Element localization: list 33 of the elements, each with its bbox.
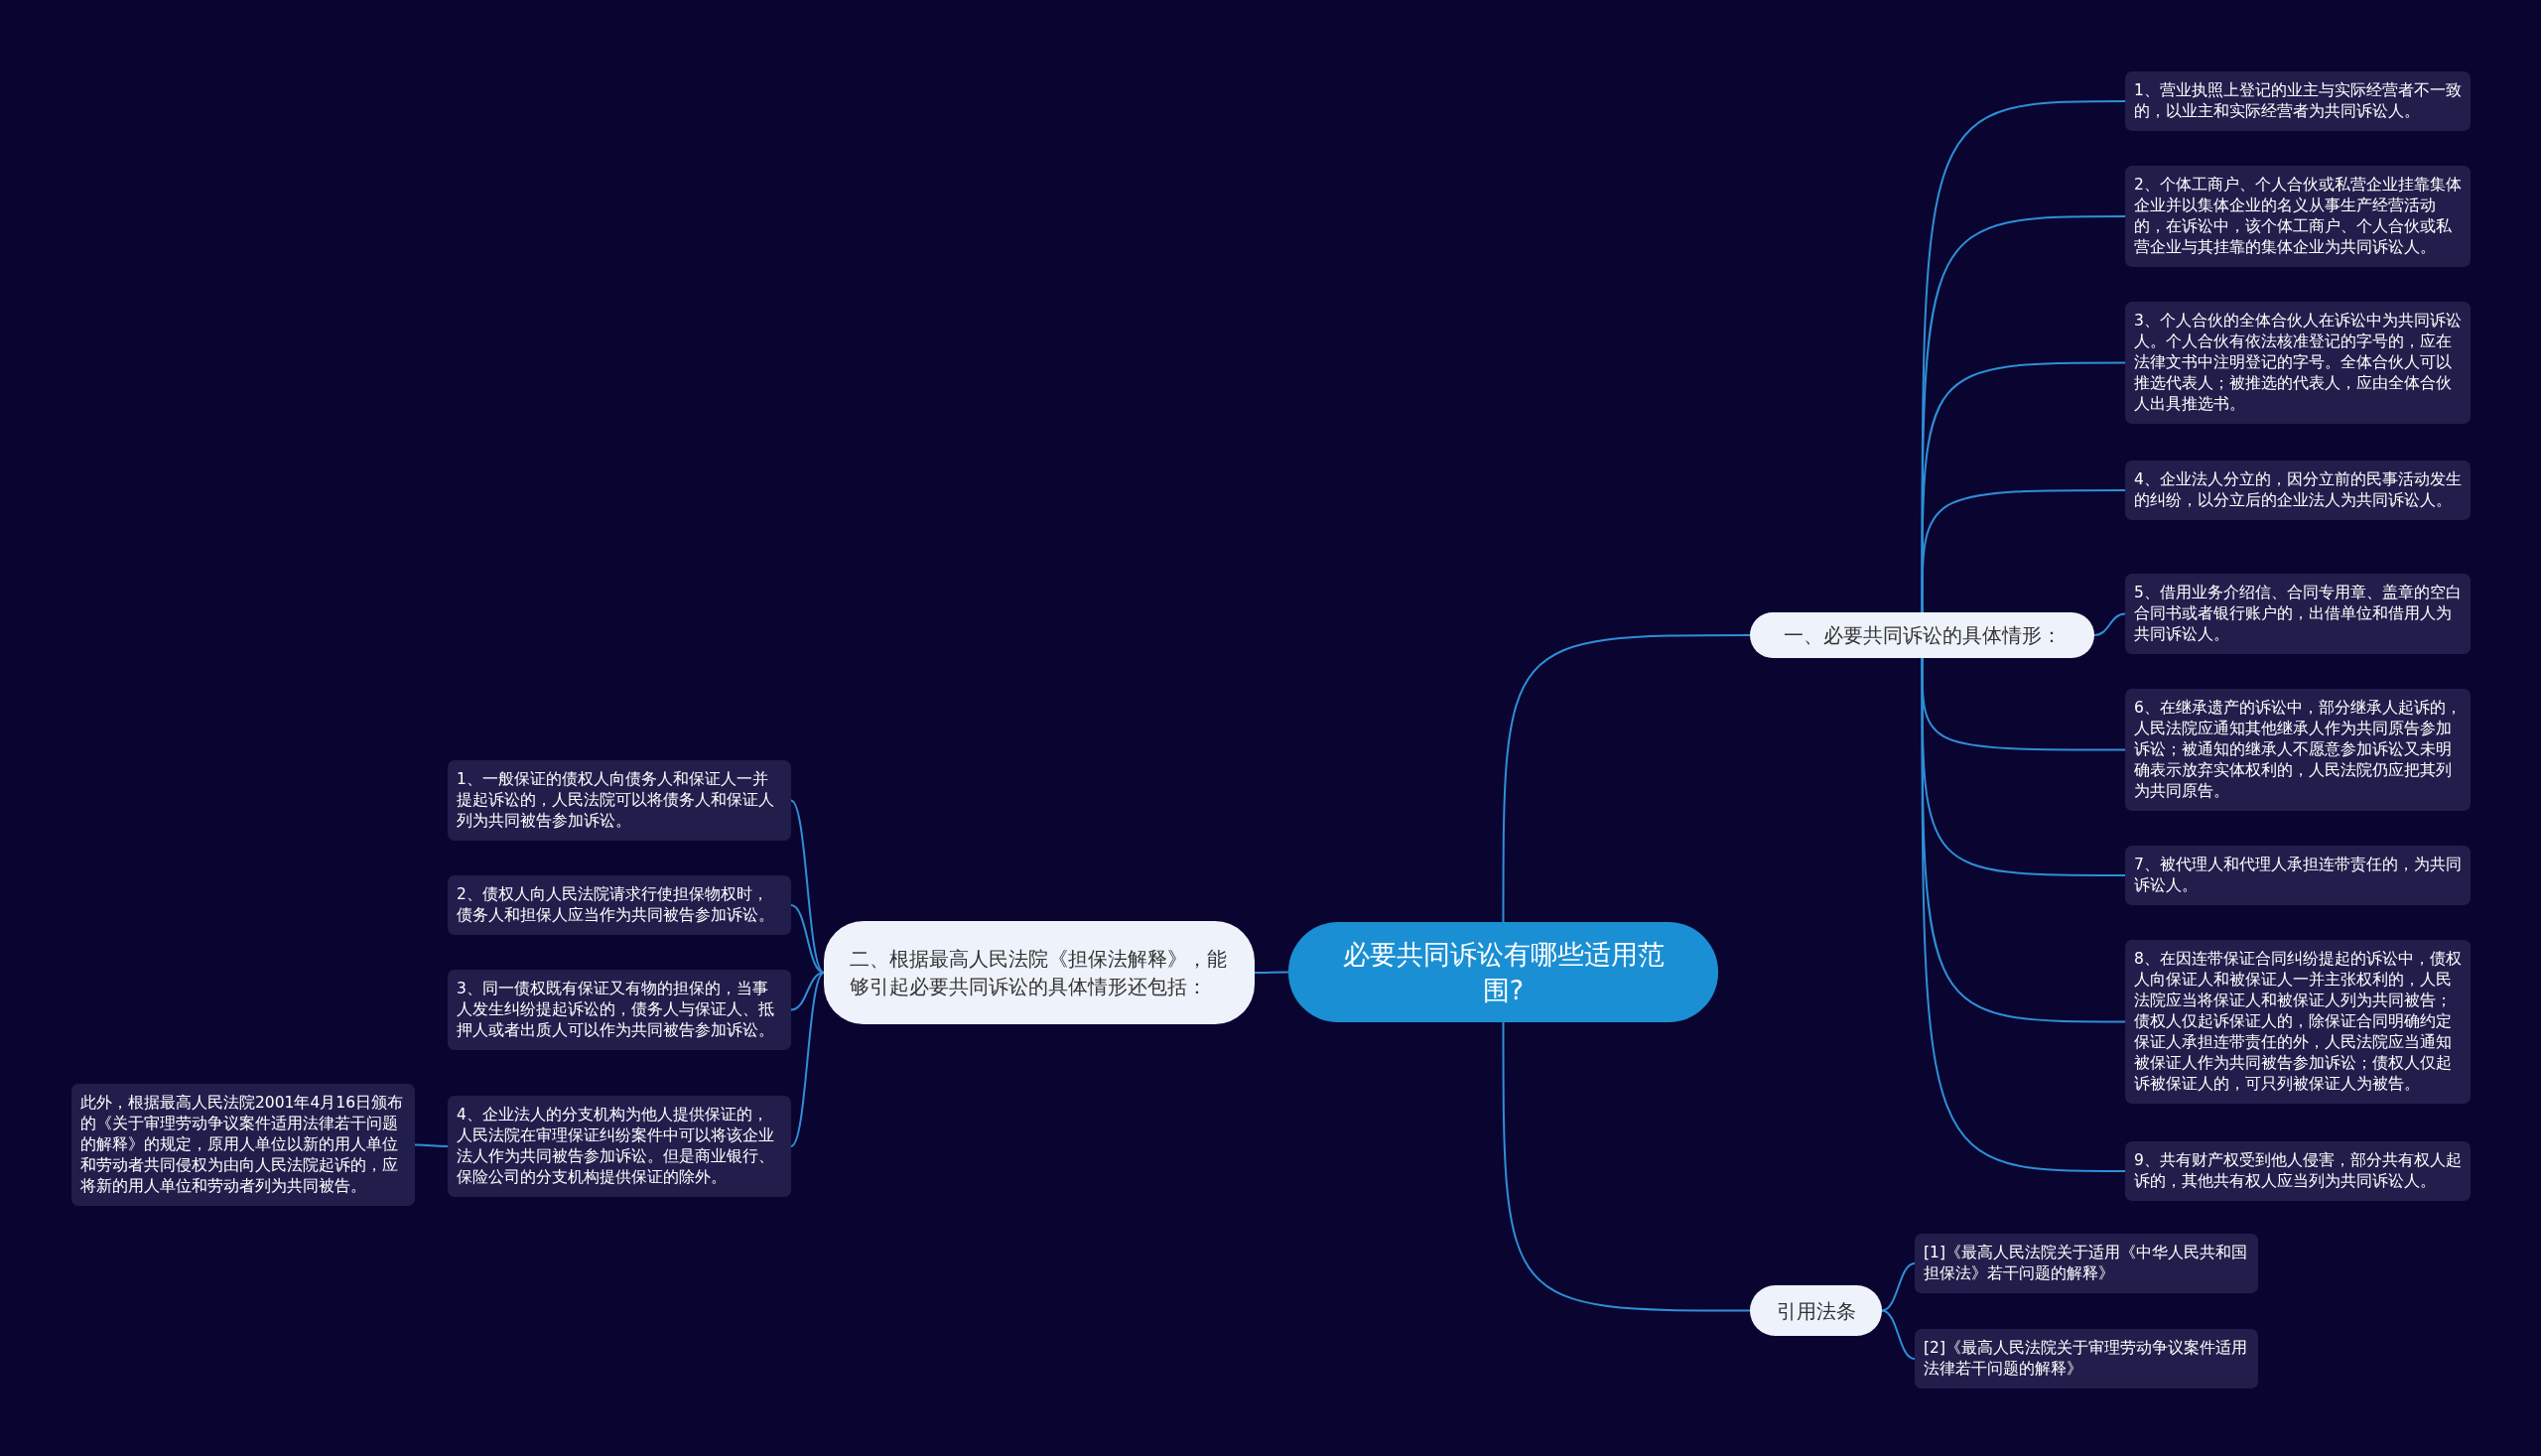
connector-line <box>2093 612 2126 636</box>
branch-topic: 一、必要共同诉讼的具体情形： <box>1750 612 2094 658</box>
text-card: 1、营业执照上登记的业主与实际经营者不一致的，以业主和实际经营者为共同诉讼人。 <box>2125 71 2471 131</box>
text-card: [1]《最高人民法院关于适用《中华人民共和国担保法》若干问题的解释》 <box>1915 1234 2258 1293</box>
branch-topic: 二、根据最高人民法院《担保法解释》，能够引起必要共同诉讼的具体情形还包括： <box>824 921 1255 1024</box>
connector-line <box>790 904 825 974</box>
connector-line <box>790 972 825 1011</box>
text-card: 2、债权人向人民法院请求行使担保物权时，债务人和担保人应当作为共同被告参加诉讼。 <box>448 875 791 935</box>
text-card: 4、企业法人分立的，因分立前的民事活动发生的纠纷，以分立后的企业法人为共同诉讼人。 <box>2125 461 2471 520</box>
connector-line <box>790 799 825 974</box>
root-topic: 必要共同诉讼有哪些适用范围? <box>1288 922 1718 1022</box>
connector-line <box>1881 1262 1916 1312</box>
text-card: 此外，根据最高人民法院2001年4月16日颁布的《关于审理劳动争议案件适用法律若干问题的解释》的规定，原用人单位以新的用人单位和劳动者共同侵权为由向人民法院起诉的，应将新的用人单位和劳动者列为共同被告。 <box>71 1084 415 1206</box>
text-card: 3、个人合伙的全体合伙人在诉讼中为共同诉讼人。个人合伙有依法核准登记的字号的，应在法律文书中注明登记的字号。全体合伙人可以推选代表人；被推选的代表人，应由全体合伙人出具推选书。 <box>2125 302 2471 424</box>
text-card: [2]《最高人民法院关于审理劳动争议案件适用法律若干问题的解释》 <box>1915 1329 2258 1389</box>
connector-line <box>790 972 825 1147</box>
text-card: 7、被代理人和代理人承担连带责任的，为共同诉讼人。 <box>2125 846 2471 905</box>
connector-line <box>1921 657 2126 1172</box>
text-card: 5、借用业务介绍信、合同专用章、盖章的空白合同书或者银行账户的，出借单位和借用人为共同诉讼人。 <box>2125 574 2471 654</box>
connector-line <box>1502 634 1751 923</box>
text-card: 2、个体工商户、个人合伙或私营企业挂靠集体企业并以集体企业的名义从事生产经营活动的，在诉讼中，该个体工商户、个人合伙或私营企业与其挂靠的集体企业为共同诉讼人。 <box>2125 166 2471 267</box>
branch-topic: 引用法条 <box>1750 1285 1882 1336</box>
text-card: 8、在因连带保证合同纠纷提起的诉讼中，债权人向保证人和被保证人一并主张权利的，人民法院应当将保证人和被保证人列为共同被告；债权人仅起诉保证人的，除保证合同明确约定保证人承担连带责任的外，人民法院应当通知被保证人作为共同被告参加诉讼；债权人仅起诉被保证人的，可只列被保证人为被告。 <box>2125 940 2471 1104</box>
connector-line <box>1881 1309 1916 1360</box>
text-card: 3、同一债权既有保证又有物的担保的，当事人发生纠纷提起诉讼的，债务人与保证人、抵押人或者出质人可以作为共同被告参加诉讼。 <box>448 970 791 1050</box>
text-card: 4、企业法人的分支机构为他人提供保证的，人民法院在审理保证纠纷案件中可以将该企业法人作为共同被告参加诉讼。但是商业银行、保险公司的分支机构提供保证的除外。 <box>448 1096 791 1197</box>
text-card: 6、在继承遗产的诉讼中，部分继承人起诉的，人民法院应通知其他继承人作为共同原告参加诉讼；被通知的继承人不愿意参加诉讼又未明确表示放弃实体权利的，人民法院仍应把其列为共同原告。 <box>2125 689 2471 811</box>
text-card: 9、共有财产权受到他人侵害，部分共有权人起诉的，其他共有权人应当列为共同诉讼人。 <box>2125 1141 2471 1201</box>
connector-line <box>1254 971 1289 974</box>
connector-line <box>1921 489 2126 613</box>
text-card: 1、一般保证的债权人向债务人和保证人一并提起诉讼的，人民法院可以将债务人和保证人列为共同被告参加诉讼。 <box>448 760 791 841</box>
connector-line <box>414 1143 449 1147</box>
connector-line <box>1502 1021 1751 1312</box>
